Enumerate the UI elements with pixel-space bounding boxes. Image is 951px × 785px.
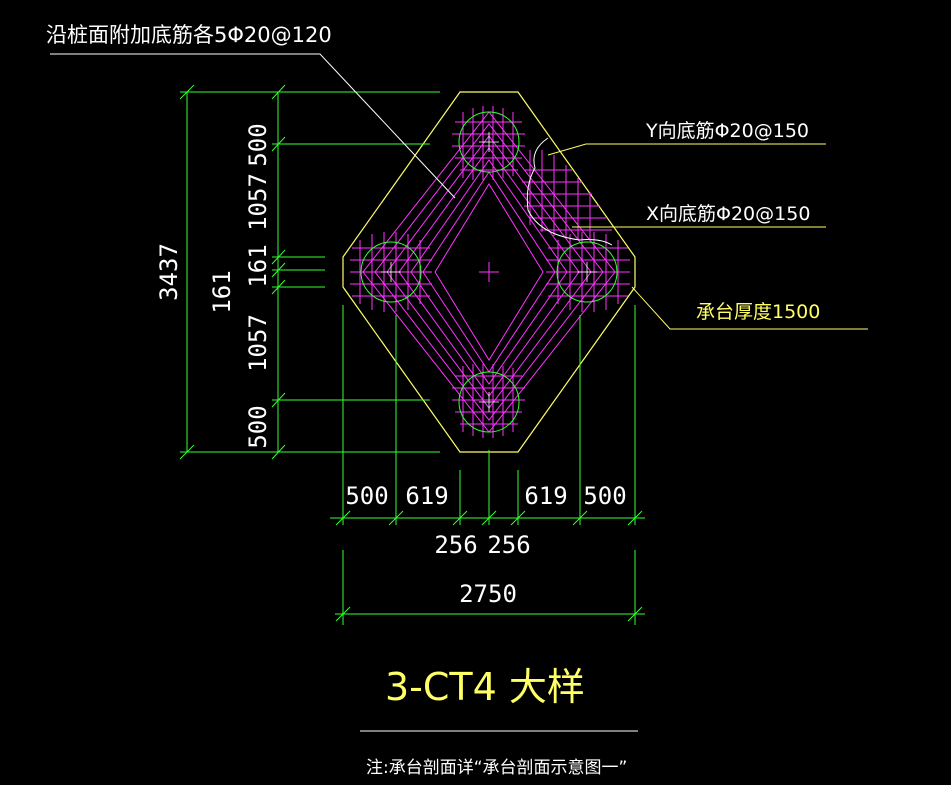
horizontal-dimensions bbox=[330, 305, 645, 625]
pile-top bbox=[458, 111, 520, 173]
dim-h-500-r: 500 bbox=[583, 482, 626, 510]
pile-left bbox=[360, 241, 422, 303]
dim-h-total: 2750 bbox=[459, 580, 517, 608]
rebar-mesh-top bbox=[452, 106, 525, 180]
rebar-mesh-bottom bbox=[452, 364, 525, 438]
dim-h-619-l: 619 bbox=[405, 482, 448, 510]
drawing-note: 注:承台剖面详“承台剖面示意图一” bbox=[366, 758, 627, 778]
dim-v-1057-bot: 1057 bbox=[244, 314, 272, 372]
pile-bottom bbox=[458, 371, 520, 433]
annotation-x-rebar: X向底筋Φ20@150 bbox=[646, 203, 810, 225]
detail-cut-curve bbox=[526, 137, 613, 246]
annotation-top-left: 沿桩面附加底筋各5Φ20@120 bbox=[46, 23, 332, 47]
pile-right bbox=[556, 241, 618, 303]
dim-v-total: 3437 bbox=[155, 243, 183, 301]
dimension-labels: 500 1057 161 161 1057 500 3437 500 619 6… bbox=[155, 123, 627, 608]
leaders bbox=[50, 53, 456, 199]
annotation-thickness: 承台厚度1500 bbox=[696, 301, 820, 323]
piles bbox=[360, 111, 618, 433]
pile-center-marks bbox=[381, 132, 597, 412]
dim-h-256-r: 256 bbox=[487, 531, 530, 559]
dim-v-1057-top: 1057 bbox=[244, 173, 272, 231]
drawing-title: 3-CT4 大样 bbox=[385, 665, 585, 709]
dim-h-256-l: 256 bbox=[434, 531, 477, 559]
pile-cap-outline bbox=[342, 91, 636, 453]
annotation-y-rebar: Y向底筋Φ20@150 bbox=[645, 120, 809, 142]
dim-h-500-l: 500 bbox=[345, 482, 388, 510]
rebar-mesh-detail bbox=[522, 150, 612, 240]
dim-v-161-a: 161 bbox=[244, 244, 272, 287]
vertical-dimensions bbox=[179, 84, 440, 460]
dim-v-161-b: 161 bbox=[208, 270, 236, 313]
dim-v-500-top: 500 bbox=[244, 123, 272, 166]
dim-h-619-r: 619 bbox=[524, 482, 567, 510]
dim-v-500-bot: 500 bbox=[244, 405, 272, 448]
cap-center-mark bbox=[479, 262, 499, 282]
leaders-yellow bbox=[547, 143, 868, 330]
